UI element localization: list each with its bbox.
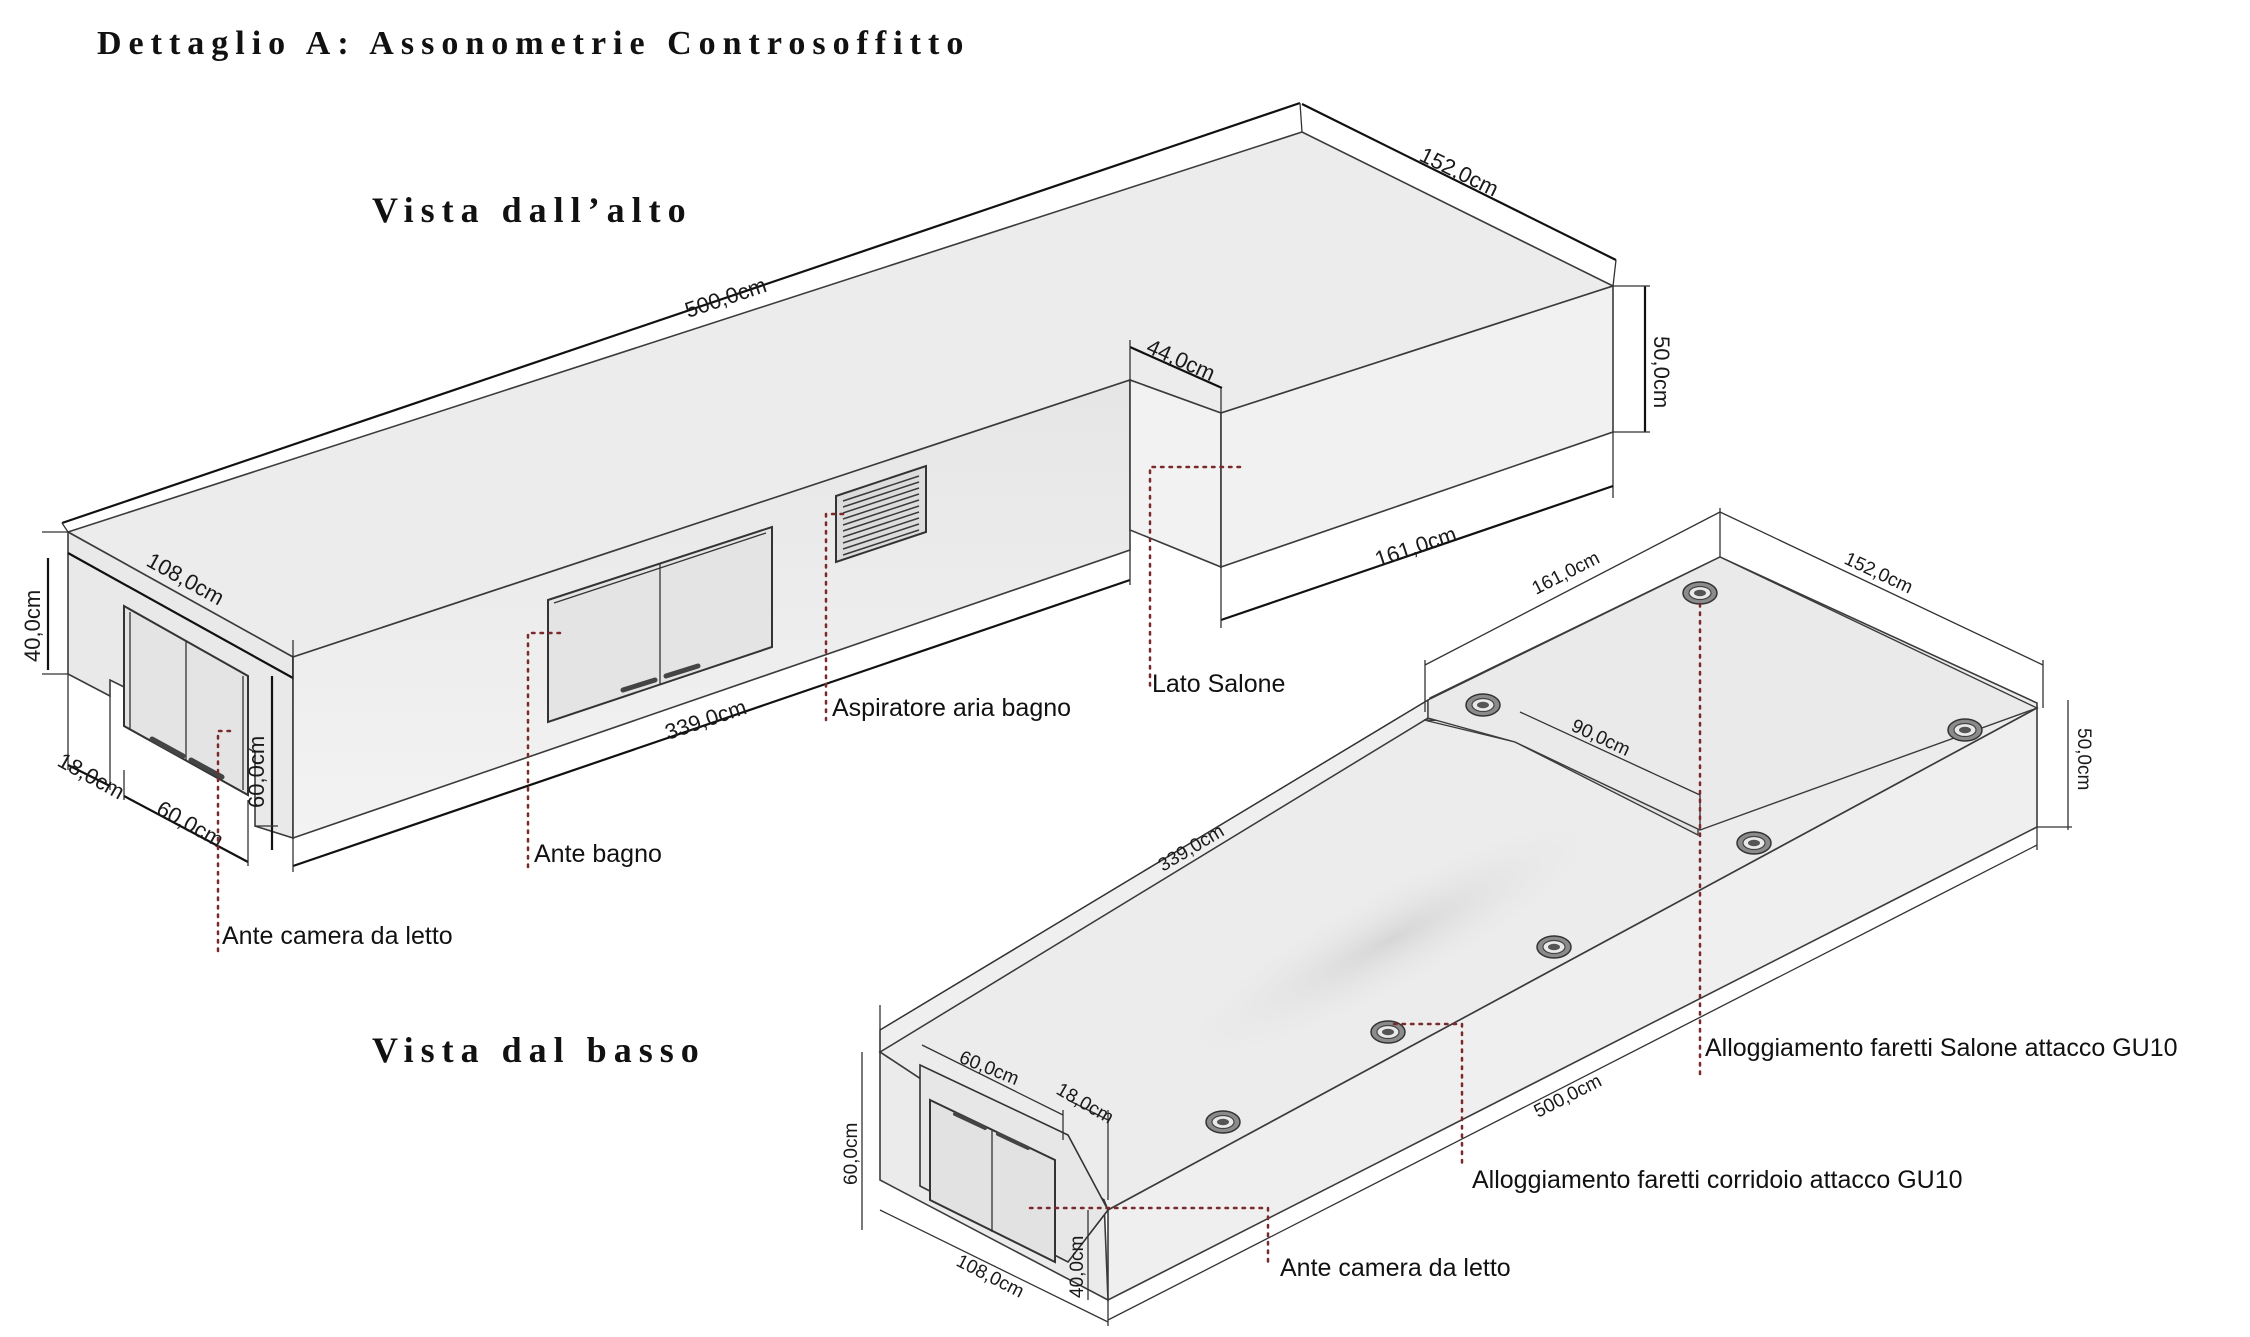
top-view-dimension-lines	[42, 101, 1650, 872]
spotlight-salone-icon	[1465, 693, 1501, 717]
bottom-dim-height-right: 50,0cm	[2073, 728, 2094, 790]
spotlight-corridoio-icon	[1736, 831, 1772, 855]
top-view-step-face	[1129, 378, 1222, 569]
top-view-bathroom-doors	[547, 525, 773, 724]
bottom-label-faretti-corridoio: Alloggiamento faretti corridoio attacco …	[1472, 1166, 1963, 1194]
bottom-dim-door-height: 60,0cm	[841, 1123, 862, 1185]
top-dim-width-right: 152,0cm	[1416, 142, 1503, 201]
top-dim-height-left: 40,0cm	[20, 590, 45, 662]
bottom-label-faretti-salone: Alloggiamento faretti Salone attacco GU1…	[1705, 1034, 2178, 1062]
top-dim-notch: 18,0cm	[54, 748, 129, 805]
top-view-leaders	[216, 465, 1242, 954]
spotlight-salone-icon	[1682, 581, 1718, 605]
spotlight-corridoio-icon	[1536, 935, 1572, 959]
top-label-lato-salone: Lato Salone	[1152, 670, 1285, 698]
top-label-aspiratore: Aspiratore aria bagno	[832, 694, 1071, 722]
bottom-view: Vista dal basso	[372, 508, 2178, 1326]
top-dim-door-width: 60,0cm	[153, 796, 228, 853]
top-label-ante-bagno: Ante bagno	[534, 840, 662, 868]
spotlight-salone-icon	[1947, 718, 1983, 742]
top-dim-door-height: 60,0cm	[244, 736, 269, 808]
bottom-dim-height-left: 40,0cm	[1067, 1236, 1088, 1298]
bottom-view-bedroom-doors	[929, 1098, 1056, 1264]
bottom-view-title: Vista dal basso	[372, 1030, 706, 1070]
spotlight-corridoio-icon	[1370, 1020, 1406, 1044]
bottom-view-leaders	[1028, 602, 1702, 1264]
top-view-air-extractor	[835, 464, 927, 564]
page-title: Dettaglio A: Assonometrie Controsoffitto	[97, 25, 970, 62]
top-dim-length-right: 161,0cm	[1372, 521, 1460, 571]
bottom-label-ante-camera: Ante camera da letto	[1280, 1254, 1511, 1282]
spotlight-corridoio-icon	[1205, 1110, 1241, 1134]
top-label-ante-camera: Ante camera da letto	[222, 922, 453, 950]
top-view: Vista dall’alto	[20, 101, 1674, 954]
top-dim-height-right: 50,0cm	[1649, 336, 1674, 408]
bottom-view-dimension-lines	[861, 508, 2072, 1326]
bottom-dim-width-right: 152,0cm	[1841, 548, 1916, 598]
top-view-title: Vista dall’alto	[372, 190, 693, 230]
